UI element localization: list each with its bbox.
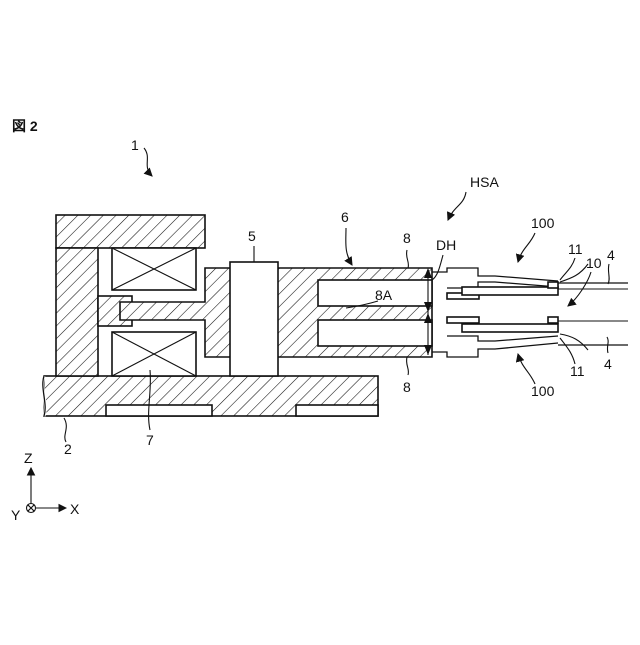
label-1: 1: [131, 137, 139, 153]
label-6: 6: [341, 209, 349, 225]
label-4-top: 4: [607, 247, 615, 263]
coordinate-axes: Z X Y: [11, 450, 80, 523]
coil-lower: [112, 332, 196, 376]
coil-upper: [112, 248, 196, 290]
label-11-top: 11: [568, 241, 583, 257]
label-100-bottom: 100: [531, 383, 555, 399]
label-dh: DH: [436, 237, 456, 253]
label-11-bottom: 11: [570, 363, 585, 379]
figure-title: 図 2: [12, 118, 38, 134]
axis-x-label: X: [70, 501, 80, 517]
label-hsa: HSA: [470, 174, 499, 190]
label-4-bottom: 4: [604, 356, 612, 372]
label-8a: 8A: [375, 287, 393, 303]
label-8-bottom: 8: [403, 379, 411, 395]
label-2: 2: [64, 441, 72, 457]
pivot-shaft: [230, 262, 278, 376]
label-7: 7: [146, 432, 154, 448]
label-100-top: 100: [531, 215, 555, 231]
label-8-top: 8: [403, 230, 411, 246]
label-5: 5: [248, 228, 256, 244]
axis-y-label: Y: [11, 507, 21, 523]
label-10: 10: [586, 255, 602, 271]
axis-z-label: Z: [24, 450, 33, 466]
base-plate: [43, 376, 378, 416]
suspension-assembly-lower: [432, 317, 628, 357]
